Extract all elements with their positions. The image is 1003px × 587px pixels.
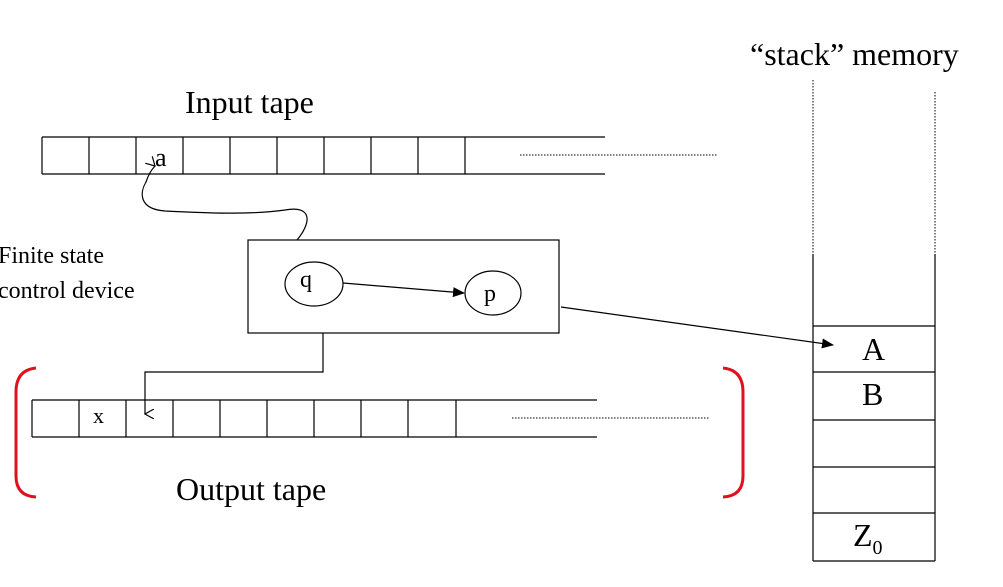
state-q-circle: [284, 261, 344, 307]
output-tape-label: Output tape: [176, 471, 327, 507]
input-tape: [41, 136, 718, 175]
control-label-line2: control device: [0, 278, 135, 304]
right-bracket: [722, 366, 745, 499]
input-cell-symbol: a: [155, 143, 167, 172]
transition-arrow: [342, 282, 465, 298]
stack: [812, 80, 936, 562]
left-bracket: [14, 366, 37, 499]
stack-cell-bottom: Z0: [853, 517, 883, 559]
stack-pointer-arrow: [560, 306, 834, 349]
state-p-label: p: [484, 281, 496, 307]
state-p-circle: [464, 270, 522, 316]
stack-cell-second: B: [862, 376, 884, 412]
stack-memory-title: “stack” memory: [750, 36, 959, 72]
stack-cell-top: A: [862, 331, 886, 367]
control-box: [247, 239, 560, 334]
read-head-arrow: [141, 166, 308, 241]
write-head-arrow: [145, 333, 324, 414]
control-label-line1: Finite state: [0, 243, 104, 269]
input-tape-label: Input tape: [185, 84, 314, 120]
output-tape: [31, 399, 710, 438]
state-q-label: q: [300, 267, 312, 293]
stack-bottom-subscript: 0: [872, 537, 883, 559]
output-cell-symbol: x: [93, 403, 104, 428]
